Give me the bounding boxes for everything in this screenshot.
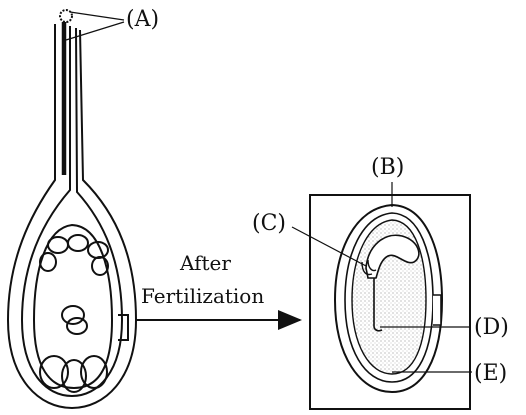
arrow-caption-line1: After (179, 251, 231, 275)
arrow-caption-line2: Fertilization (141, 284, 264, 308)
antipodal-cell (68, 235, 88, 251)
ovule-before-fertilization (8, 10, 136, 408)
label-b: (B) (371, 155, 404, 180)
label-d: (D) (474, 315, 509, 340)
label-a: (A) (126, 7, 159, 32)
antipodal-cell (40, 253, 56, 271)
polar-nucleus (67, 318, 87, 334)
polar-nucleus (62, 306, 84, 324)
seed-notch (433, 295, 441, 325)
label-a-leaders (66, 12, 124, 40)
seed-after-fertilization (335, 205, 442, 392)
micropyle-notch (118, 315, 128, 340)
label-c: (C) (252, 211, 286, 236)
label-e: (E) (474, 361, 507, 386)
antipodal-cell (48, 237, 68, 253)
ovule-outline (8, 24, 136, 408)
